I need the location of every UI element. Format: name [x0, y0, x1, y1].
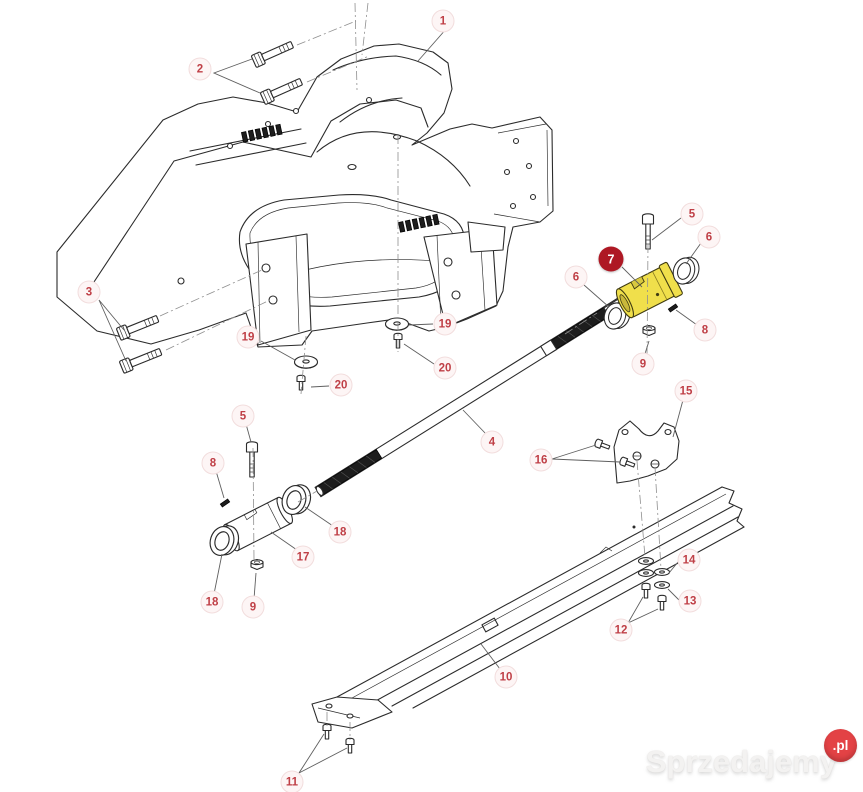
watermark-pl-badge: .pl: [824, 729, 857, 762]
part-5-capscrew: [245, 441, 259, 478]
part-5-capscrew: [641, 213, 655, 250]
center-lines: [159, 2, 662, 740]
part-8-pin: [667, 303, 679, 313]
casting-stamp-mark: [241, 123, 283, 143]
part-9-nut: [250, 558, 264, 571]
part-1-axle-support-casting: [56, 43, 554, 348]
part-2-hex-bolts: [250, 38, 305, 106]
part-10-support-channel: [311, 486, 745, 729]
watermark-text: Sprzedajemy: [645, 744, 837, 779]
casting-stamp-mark: [398, 213, 440, 233]
watermark: Sprzedajemy .pl: [645, 729, 857, 780]
part-8-pin: [219, 498, 231, 508]
part-15-bracket: [613, 420, 680, 484]
part-4-shaft: [314, 294, 629, 498]
part-9-nut: [642, 324, 656, 337]
part-11-screws: [322, 723, 355, 754]
